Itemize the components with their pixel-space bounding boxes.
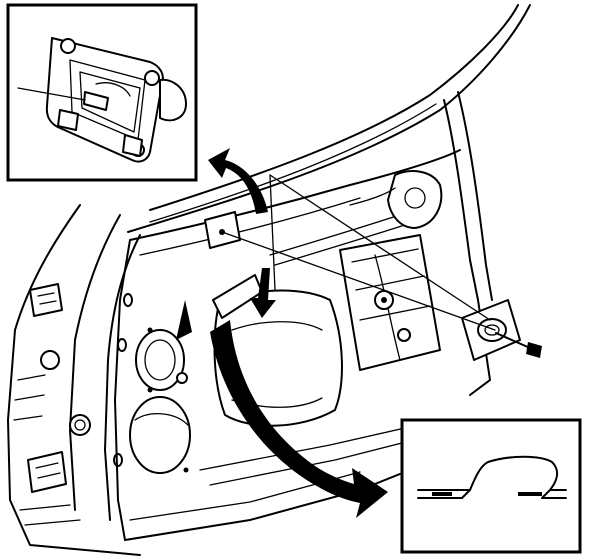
arrow-down-right (210, 320, 388, 518)
mirror-bracket (204, 211, 263, 319)
inset-clip-profile (417, 455, 567, 499)
arrow-left-small (176, 300, 192, 340)
inset-bracket-plate (17, 37, 187, 163)
inset-top-left (6, 3, 198, 182)
body-pillar (7, 204, 141, 556)
inset-bottom-right (400, 418, 582, 554)
arrow-up-left (208, 148, 268, 214)
mounting-bolt (495, 332, 542, 358)
door-inner-panel (114, 149, 461, 541)
leader-lines (221, 174, 496, 331)
rear-bracket (461, 299, 521, 361)
arrow-down (250, 268, 276, 318)
